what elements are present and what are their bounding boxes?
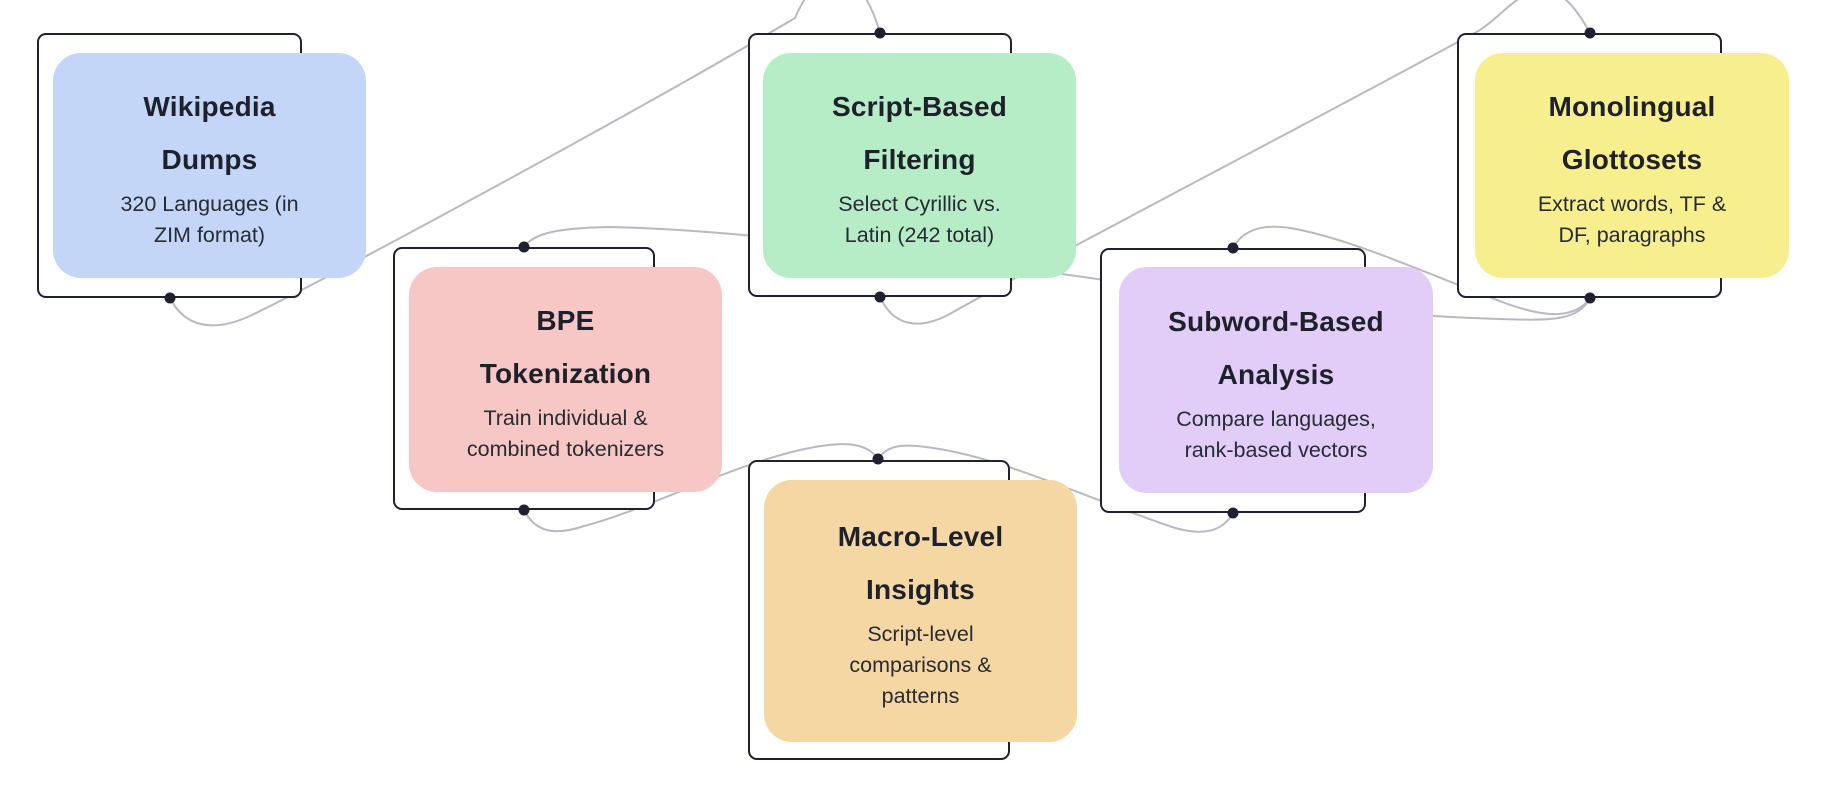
sticky-macro-level-insights[interactable]: Macro-Level Insights Script-level compar…: [764, 480, 1077, 742]
anchor-dot[interactable]: [872, 453, 884, 465]
node-body: Script-level comparisons & patterns: [849, 622, 992, 708]
sticky-subword-based-analysis[interactable]: Subword-Based Analysis Compare languages…: [1119, 267, 1433, 493]
anchor-dot[interactable]: [1584, 292, 1596, 304]
node-title: Script-Based Filtering: [831, 91, 1008, 175]
sticky-script-based-filtering[interactable]: Script-Based Filtering Select Cyrillic v…: [763, 53, 1076, 278]
node-title: Macro-Level Insights: [837, 521, 1004, 605]
anchor-dot[interactable]: [518, 504, 530, 516]
node-title: Wikipedia Dumps: [143, 91, 276, 175]
anchor-dot[interactable]: [518, 241, 530, 253]
node-body: Compare languages, rank-based vectors: [1176, 406, 1376, 462]
node-title: Subword-Based Analysis: [1168, 305, 1384, 390]
node-title: Monolingual Glottosets: [1548, 91, 1716, 175]
node-body: Extract words, TF & DF, paragraphs: [1537, 192, 1727, 247]
anchor-dot[interactable]: [1227, 507, 1239, 519]
sticky-wikipedia-dumps[interactable]: Wikipedia Dumps 320 Languages (in ZIM fo…: [53, 53, 366, 278]
anchor-dot[interactable]: [874, 291, 886, 303]
sticky-monolingual-glottosets[interactable]: Monolingual Glottosets Extract words, TF…: [1475, 53, 1789, 278]
node-body: Train individual & combined tokenizers: [466, 406, 665, 461]
anchor-dot[interactable]: [874, 27, 886, 39]
connector-wikipedia-dumps-to-script-based-filtering[interactable]: [169, 0, 881, 327]
anchor-dot[interactable]: [164, 292, 176, 304]
anchor-dot[interactable]: [1227, 242, 1239, 254]
anchor-dot[interactable]: [1584, 27, 1596, 39]
node-body: 320 Languages (in ZIM format): [120, 192, 299, 247]
connector-script-based-filtering-to-monolingual-glottosets[interactable]: [879, 0, 1591, 325]
node-title: BPE Tokenization: [479, 305, 652, 389]
node-body: Select Cyrillic vs. Latin (242 total): [838, 192, 1001, 247]
sticky-bpe-tokenization[interactable]: BPE Tokenization Train individual & comb…: [409, 267, 722, 492]
connector-monolingual-glottosets-to-subword-based-analysis[interactable]: [1232, 225, 1591, 315]
